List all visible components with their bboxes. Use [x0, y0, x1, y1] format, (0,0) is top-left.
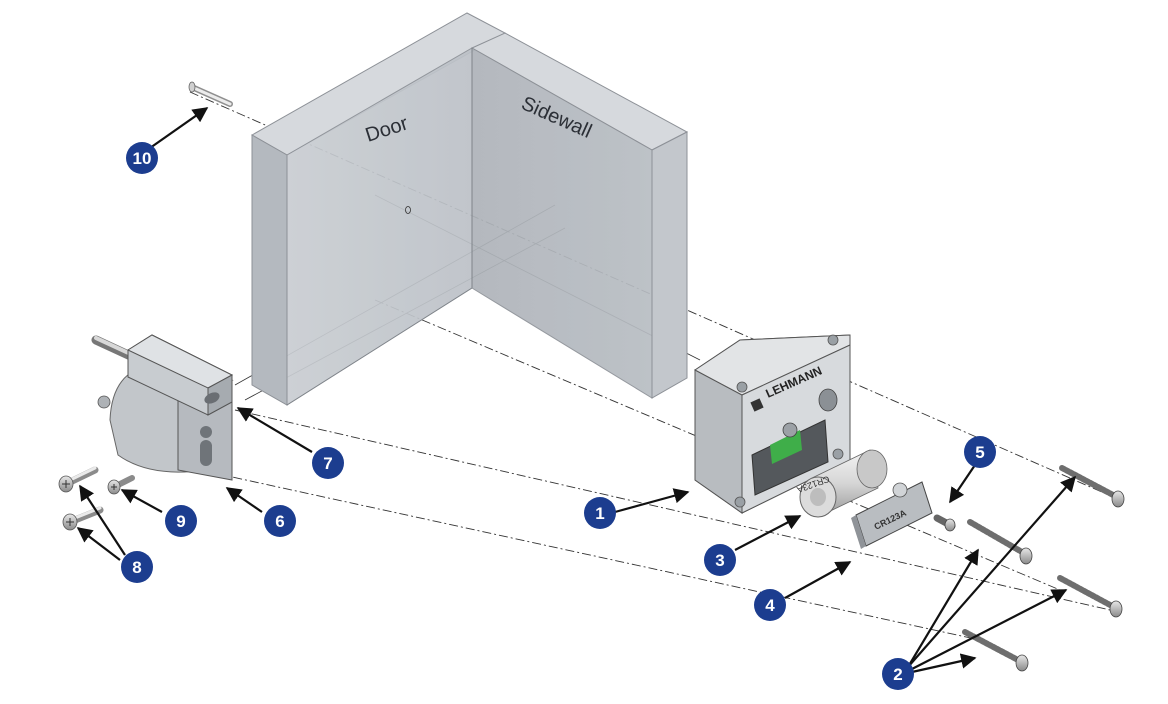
screw-icon	[107, 475, 135, 495]
leader-lines	[76, 107, 1077, 674]
callout-3: 3	[704, 544, 736, 576]
pin-icon	[188, 81, 233, 107]
svg-text:4: 4	[765, 596, 775, 615]
callout-9: 9	[165, 505, 197, 537]
screw-icon	[1057, 575, 1123, 618]
screw-icon	[967, 519, 1033, 565]
callout-2: 2	[882, 658, 914, 690]
screw-icon	[62, 506, 104, 531]
screw-icon	[933, 514, 956, 532]
svg-text:3: 3	[715, 551, 724, 570]
svg-text:7: 7	[323, 454, 332, 473]
callout-8: 8	[121, 551, 153, 583]
wall-block: Door Sidewall	[250, 12, 689, 406]
svg-text:1: 1	[595, 504, 604, 523]
svg-text:6: 6	[275, 512, 284, 531]
callout-10: 10	[126, 142, 158, 174]
callout-5: 5	[964, 436, 996, 468]
callout-1: 1	[584, 497, 616, 529]
callout-4: 4	[754, 589, 786, 621]
battery-cover: CR123A	[851, 481, 933, 549]
callout-6: 6	[264, 505, 296, 537]
svg-text:10: 10	[133, 149, 152, 168]
bolt-mechanism	[91, 334, 234, 481]
svg-text:2: 2	[893, 665, 902, 684]
callout-7: 7	[312, 447, 344, 479]
svg-text:8: 8	[132, 558, 141, 577]
screw-icon	[1059, 465, 1125, 508]
svg-text:9: 9	[176, 512, 185, 531]
screw-icon	[58, 466, 99, 493]
svg-text:5: 5	[975, 443, 984, 462]
